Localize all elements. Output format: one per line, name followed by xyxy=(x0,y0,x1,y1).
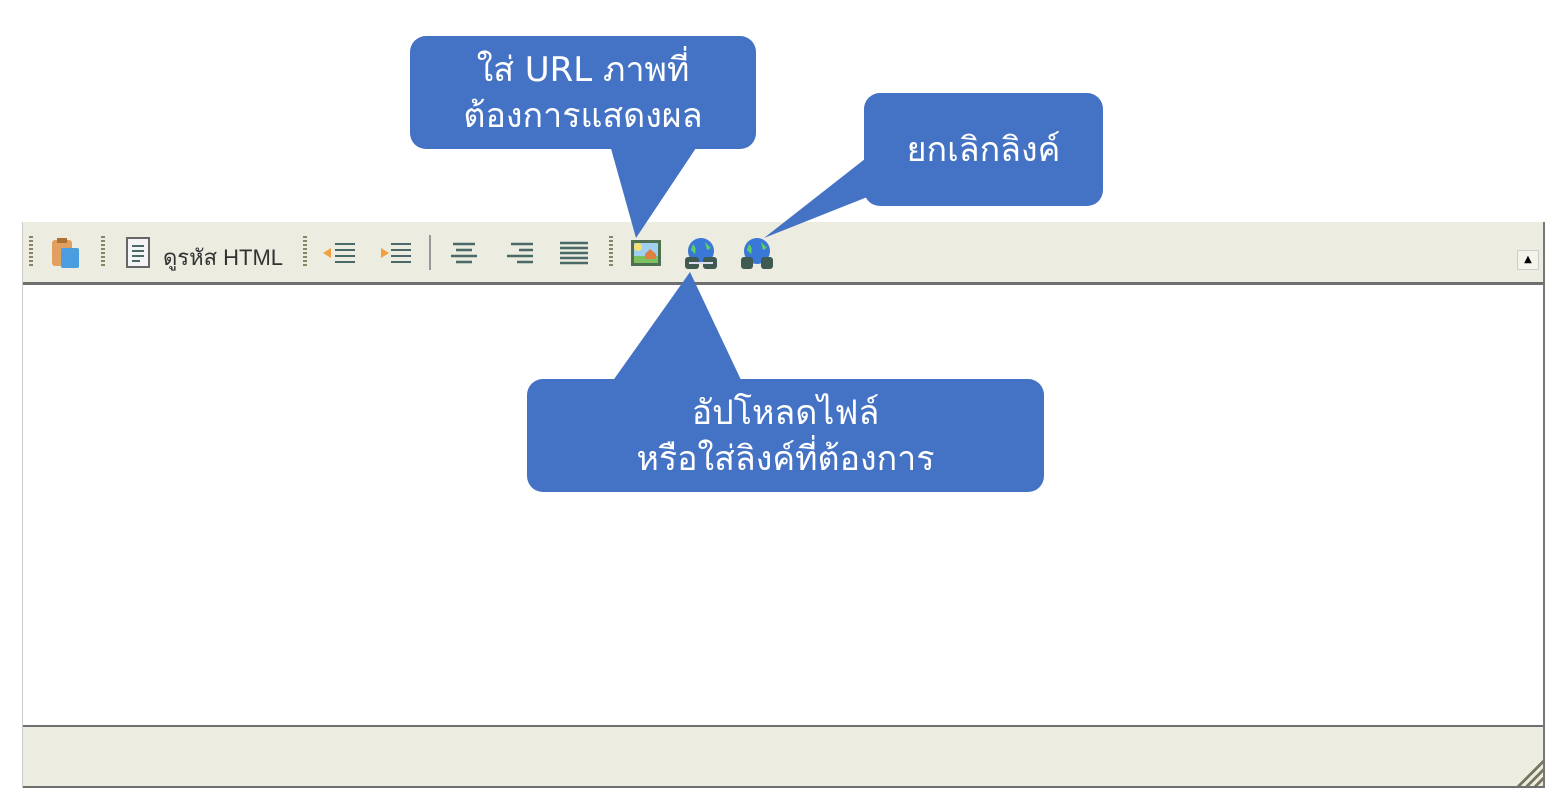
indent-icon[interactable] xyxy=(377,236,411,270)
view-html-button[interactable]: ดูรหัส HTML xyxy=(163,245,284,270)
outdent-icon[interactable] xyxy=(321,236,355,270)
toolbar-grip xyxy=(101,236,105,268)
editor-toolbar: ดูรหัส HTML ▲ xyxy=(23,222,1543,285)
view-html-icon[interactable] xyxy=(123,236,157,270)
rich-text-editor: ดูรหัส HTML ▲ xyxy=(22,222,1545,788)
callout-line: ใส่ URL ภาพที่ xyxy=(476,49,690,90)
unlink-icon[interactable] xyxy=(739,236,773,270)
callout-line: ยกเลิกลิงค์ xyxy=(906,129,1061,170)
align-center-icon[interactable] xyxy=(447,236,481,270)
toolbar-grip xyxy=(609,236,613,268)
paste-icon[interactable] xyxy=(49,236,83,270)
toolbar-grip[interactable] xyxy=(29,236,33,268)
callout-line: ต้องการแสดงผล xyxy=(463,95,703,136)
callout-line: อัปโหลดไฟล์ xyxy=(691,392,880,433)
insert-link-icon[interactable] xyxy=(683,236,717,270)
justify-icon[interactable] xyxy=(557,236,591,270)
editor-status-bar xyxy=(23,727,1543,788)
toolbar-separator xyxy=(429,235,431,270)
unlink-callout: ยกเลิกลิงค์ xyxy=(864,93,1103,206)
image-callout-pointer xyxy=(610,145,698,238)
image-url-callout: ใส่ URL ภาพที่ ต้องการแสดงผล xyxy=(410,36,756,149)
align-right-icon[interactable] xyxy=(503,236,537,270)
unlink-callout-pointer xyxy=(764,155,885,238)
upload-callout: อัปโหลดไฟล์ หรือใส่ลิงค์ที่ต้องการ xyxy=(527,379,1044,492)
insert-image-icon[interactable] xyxy=(629,236,663,270)
callout-line: หรือใส่ลิงค์ที่ต้องการ xyxy=(636,438,935,479)
upload-callout-pointer xyxy=(612,272,742,382)
editor-content-area[interactable] xyxy=(23,285,1543,727)
toolbar-grip xyxy=(303,236,307,268)
collapse-toolbar-button[interactable]: ▲ xyxy=(1517,250,1539,270)
